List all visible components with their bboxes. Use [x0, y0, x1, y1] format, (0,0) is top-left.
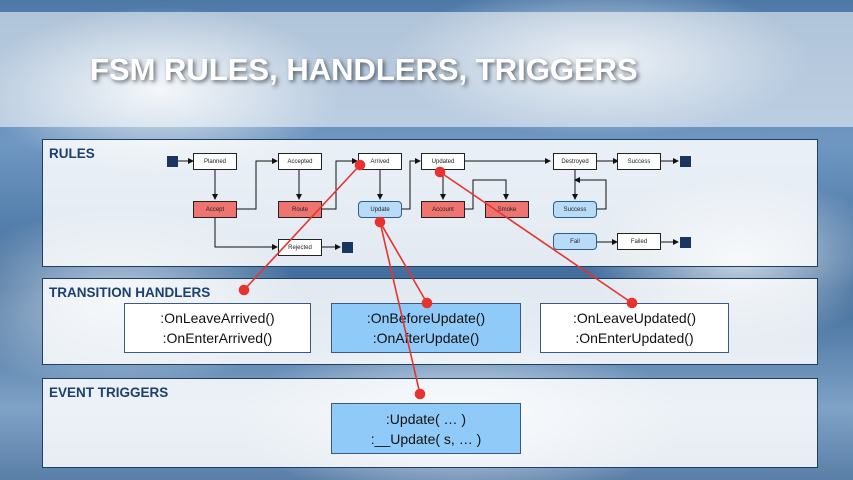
state-rejected: Rejected — [278, 239, 322, 256]
rejected-terminal — [342, 242, 353, 253]
handler-on-enter-arrived: :OnEnterArrived() — [162, 330, 273, 346]
handlers-updated-box: :OnLeaveUpdated() :OnEnterUpdated() — [540, 303, 729, 353]
slide-title: FSM RULES, HANDLERS, TRIGGERS — [90, 52, 638, 87]
trigger-update: :Update( … ) — [385, 410, 467, 427]
event-route: Route — [278, 201, 322, 218]
event-success: Success — [553, 201, 597, 218]
handler-on-enter-updated: :OnEnterUpdated() — [575, 330, 694, 346]
handlers-label: TRANSITION HANDLERS — [49, 285, 211, 300]
state-failed: Failed — [617, 233, 661, 250]
state-success: Success — [617, 153, 661, 170]
handlers-arrived-box: :OnLeaveArrived() :OnEnterArrived() — [124, 303, 311, 353]
success-terminal — [680, 156, 691, 167]
handlers-update-box: :OnBeforeUpdate() :OnAfterUpdate() — [331, 303, 521, 353]
trigger-update-async: :__Update( s, … ) — [370, 430, 482, 447]
handler-on-leave-updated: :OnLeaveUpdated() — [573, 310, 696, 326]
rules-label: RULES — [49, 146, 95, 161]
event-accept: Accept — [193, 201, 237, 218]
title-band — [0, 12, 853, 127]
failed-terminal — [680, 237, 691, 248]
triggers-label: EVENT TRIGGERS — [49, 385, 169, 400]
state-planned: Planned — [193, 153, 237, 170]
handler-on-leave-arrived: :OnLeaveArrived() — [160, 310, 275, 326]
state-destroyed: Destroyed — [553, 153, 597, 170]
handler-on-after-update: :OnAfterUpdate() — [372, 330, 480, 346]
handler-on-before-update: :OnBeforeUpdate() — [366, 310, 486, 326]
state-accepted: Accepted — [278, 153, 322, 170]
event-fail: Fail — [553, 233, 597, 250]
event-account: Account — [421, 201, 465, 218]
initial-terminal — [167, 156, 178, 167]
state-arrived: Arrived — [358, 153, 402, 170]
triggers-update-box: :Update( … ) :__Update( s, … ) — [331, 403, 521, 454]
